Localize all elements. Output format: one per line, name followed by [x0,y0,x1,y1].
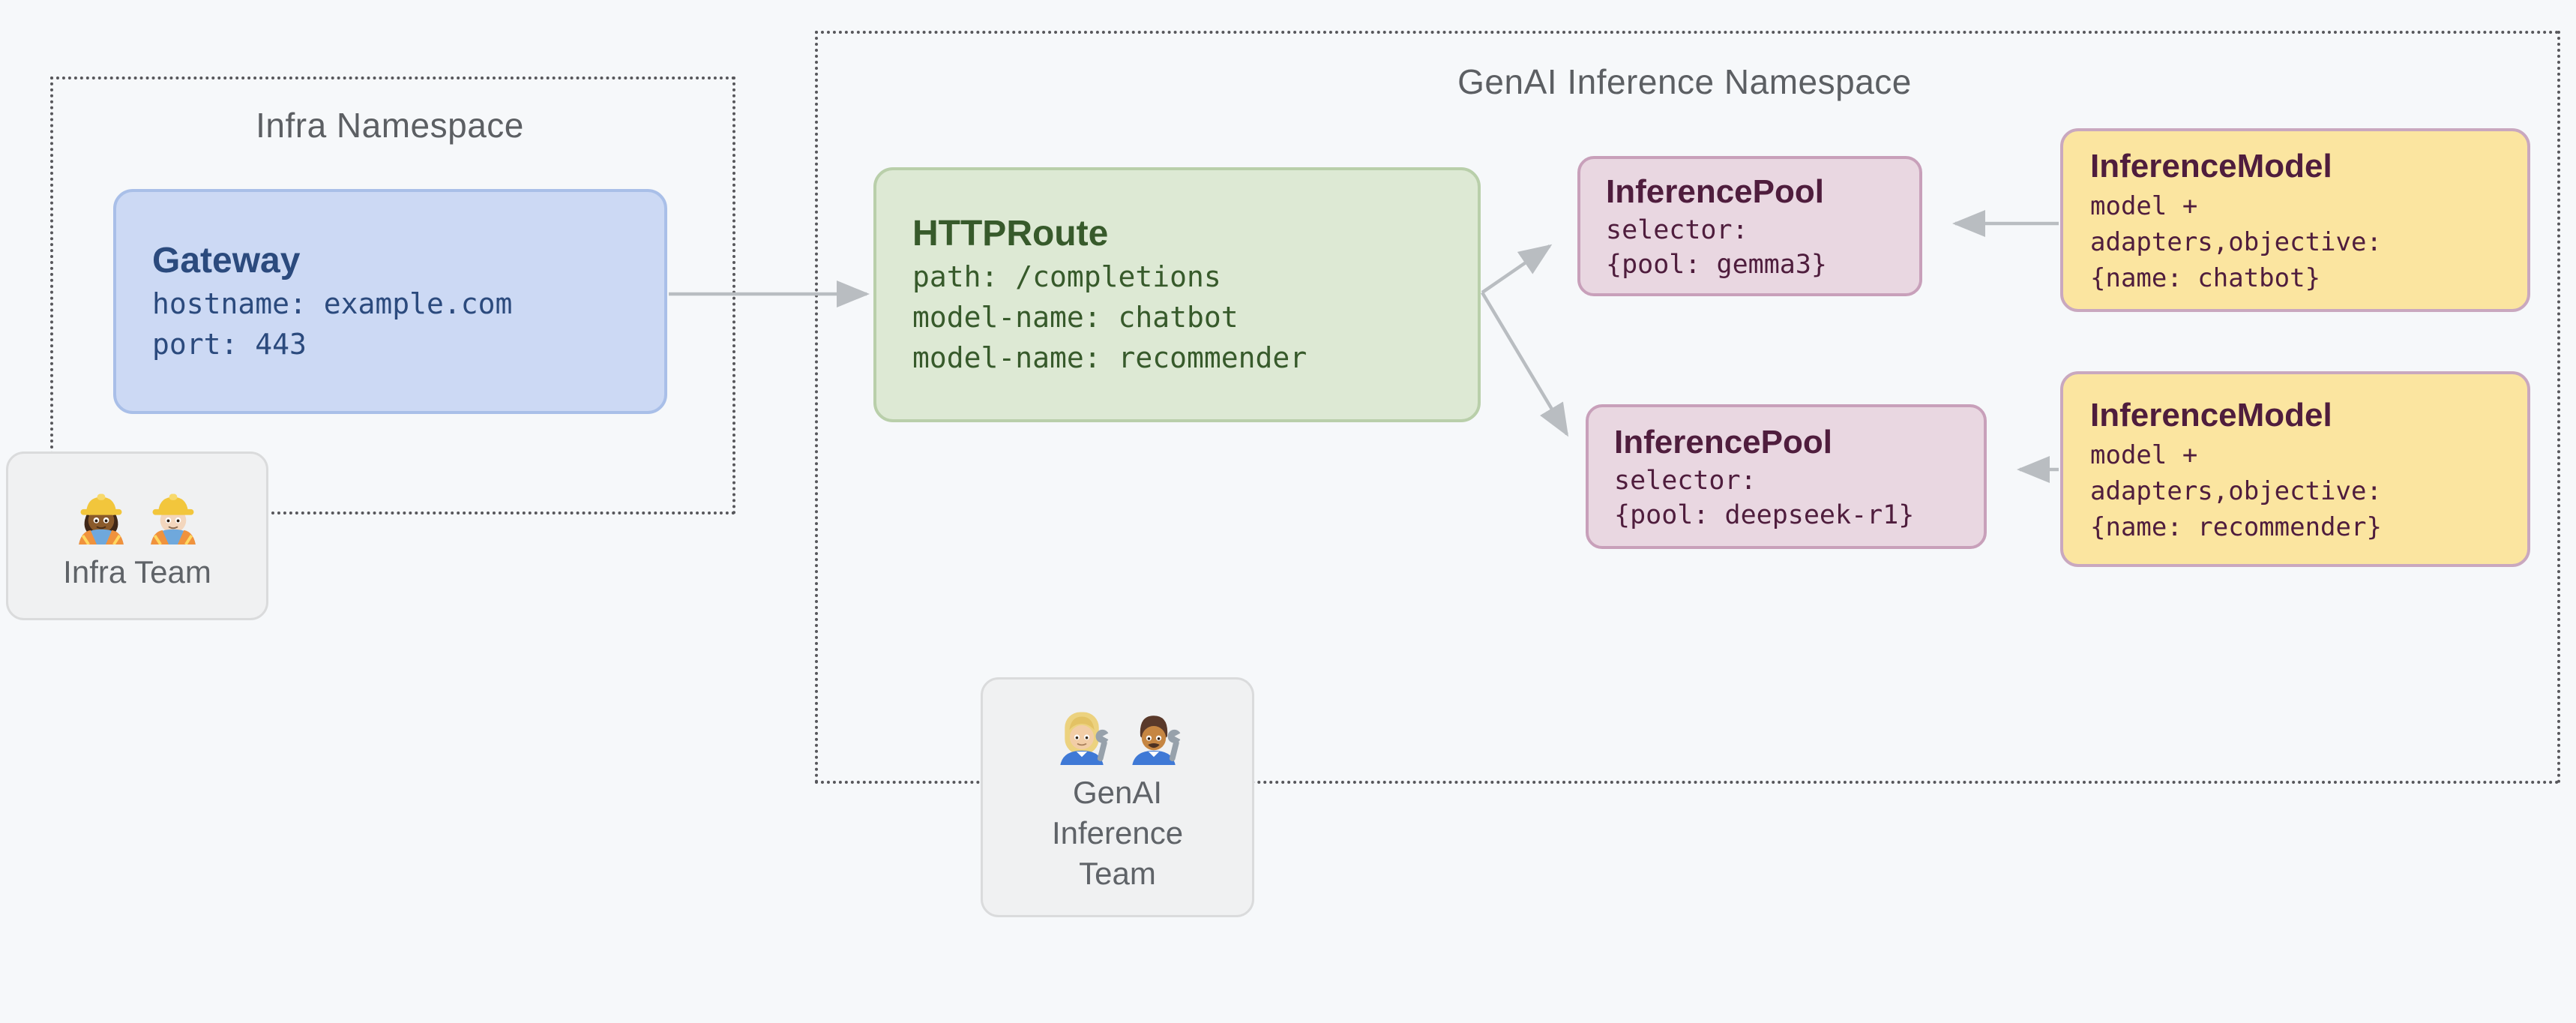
infra-team-card: Infra Team [6,452,268,620]
inference-pool-1-selector-line: selector: [1606,214,1748,245]
inference-model-1-node: InferenceModel model + adapters,objectiv… [2060,128,2530,312]
inference-model-1-line-2: adapters,objective: [2090,226,2382,257]
gateway-port-line: port: 443 [152,328,307,361]
httproute-node: HTTPRoute path: /completions model-name:… [873,167,1481,422]
genai-team-card: GenAI Inference Team [981,677,1254,917]
inference-model-2-line-1: model + [2090,440,2198,470]
gateway-node: Gateway hostname: example.com port: 443 [113,189,667,414]
man-construction-worker-icon [151,494,196,544]
inference-model-2-line-3: {name: recommender} [2090,512,2382,542]
inference-pool-2-selector-line: selector: [1614,465,1757,496]
httproute-path-line: path: /completions [912,260,1221,293]
genai-namespace-title: GenAI Inference Namespace [1457,62,1912,101]
inference-model-2-title: InferenceModel [2090,396,2332,434]
infra-team-icons [69,480,205,544]
inference-model-2-node: InferenceModel model + adapters,objectiv… [2060,371,2530,567]
infra-namespace-title: Infra Namespace [256,106,524,145]
genai-namespace-container [815,31,2560,784]
inference-model-2-line-2: adapters,objective: [2090,476,2382,506]
inference-pool-1-value-line: {pool: gemma3} [1606,249,1828,280]
inference-pool-2-value-line: {pool: deepseek-r1} [1614,500,1915,530]
inference-pool-1-node: InferencePool selector: {pool: gemma3} [1577,156,1922,296]
inference-model-1-line-1: model + [2090,190,2198,221]
inference-pool-1-title: InferencePool [1606,172,1824,210]
genai-team-icons [1050,700,1186,765]
inference-model-1-title: InferenceModel [2090,147,2332,184]
man-mechanic-icon [1131,716,1186,765]
httproute-model-chatbot-line: model-name: chatbot [912,301,1239,334]
gateway-title: Gateway [152,241,301,280]
inference-pool-2-title: InferencePool [1614,423,1832,460]
woman-mechanic-icon [1059,712,1114,765]
woman-construction-worker-icon [79,494,124,544]
httproute-title: HTTPRoute [912,214,1109,254]
infra-team-label: Infra Team [63,554,211,590]
httproute-model-recommender-line: model-name: recommender [912,341,1307,374]
inference-model-1-line-3: {name: chatbot} [2090,262,2321,293]
gateway-hostname-line: hostname: example.com [152,287,513,320]
inference-pool-2-node: InferencePool selector: {pool: deepseek-… [1586,404,1987,549]
genai-team-label: GenAI Inference Team [1051,775,1184,891]
